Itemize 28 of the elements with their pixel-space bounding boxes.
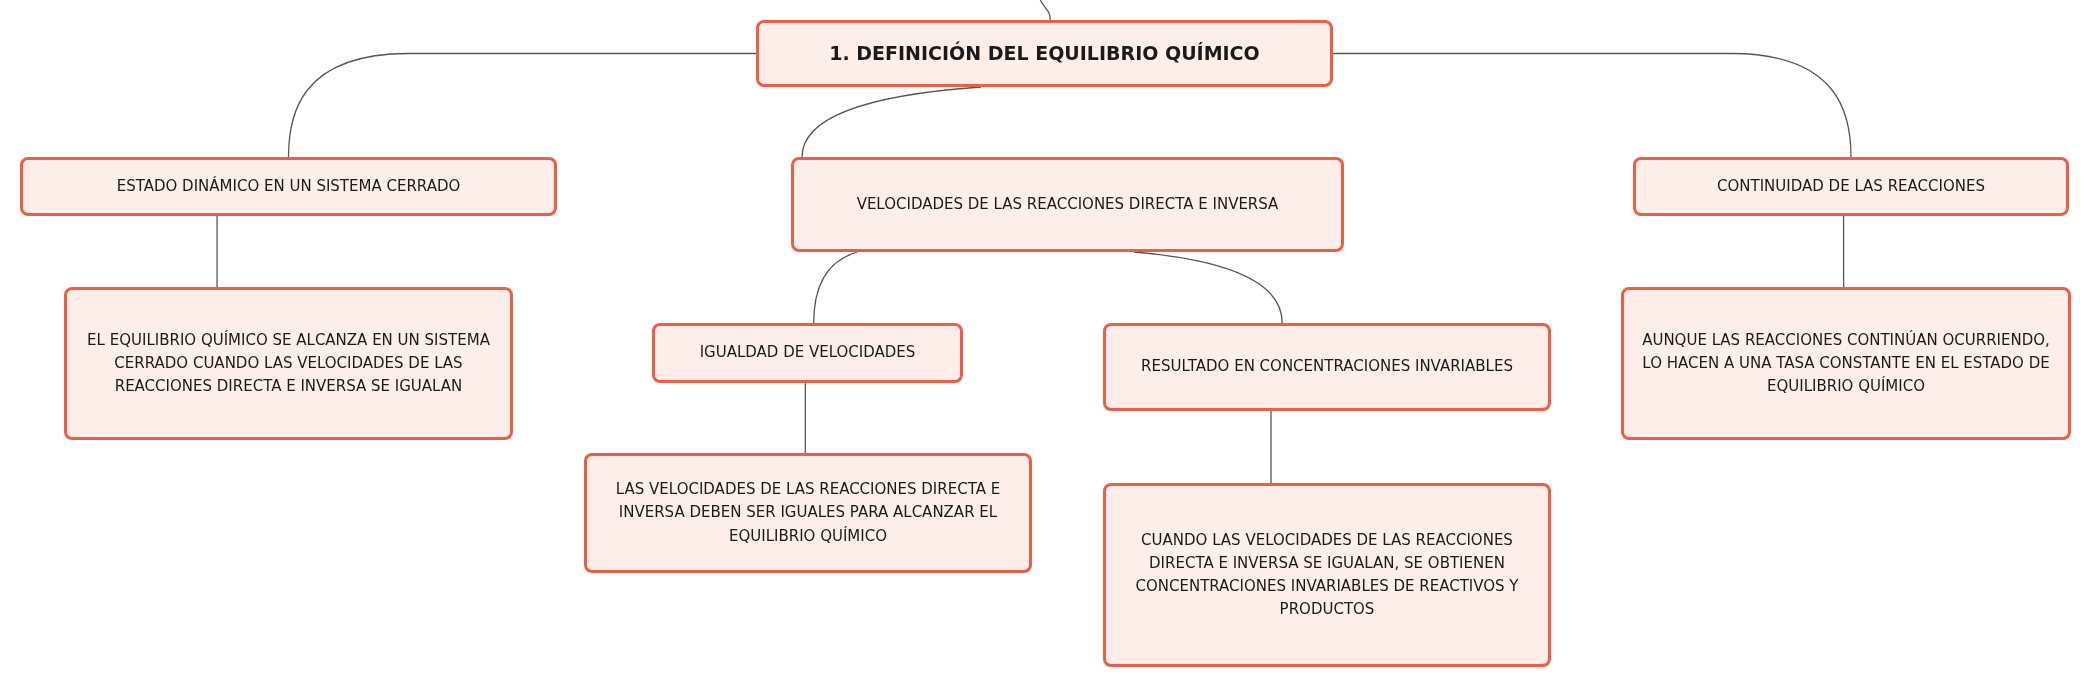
topic-box (1621, 287, 2071, 440)
topic-box (64, 287, 513, 440)
topic-text: VELOCIDADES DE LAS REACCIONES DIRECTA E INVERSA (856, 193, 1279, 215)
topic-text: AUNQUE LAS REACCIONES CONTINÚAN OCURRIENDO, LO HACEN A UNA TASA CONSTANTE EN EL ESTADO DE EQUILIBRIO QUÍMICO (1641, 329, 2051, 398)
topic-box (1633, 157, 2069, 216)
topic-text: IGUALDAD DE VELOCIDADES (699, 342, 916, 364)
topic-box (20, 157, 557, 216)
topic-text: CUANDO LAS VELOCIDADES DE LAS REACCIONES DIRECTA E INVERSA SE IGUALAN, SE OBTIENEN CONCENTRACIONES INVARIABLES DE REACTIVOS Y PRODUCTOS (1134, 529, 1520, 621)
topic-box (1103, 483, 1551, 667)
topic-text: 1. DEFINICIÓN DEL EQUILIBRIO QUÍMICO (829, 40, 1260, 66)
central-topic-box (756, 20, 1333, 87)
topic-box (584, 453, 1032, 573)
connector-line (804, 382, 806, 454)
connector-line (1270, 410, 1272, 484)
connector-line (1842, 215, 1845, 288)
topic-text: LAS VELOCIDADES DE LAS REACCIONES DIRECTA E INVERSA DEBEN SER IGUALES PARA ALCANZAR EL EQUILIBRIO QUÍMICO (614, 479, 1002, 547)
connector-line (813, 251, 858, 324)
topic-box (652, 323, 963, 383)
connector-line (287, 52, 757, 158)
connector-line (216, 215, 218, 288)
topic-text: ESTADO DINÁMICO EN UN SISTEMA CERRADO (116, 175, 461, 197)
topic-box (1103, 323, 1551, 411)
topic-text: EL EQUILIBRIO QUÍMICO SE ALCANZA EN UN SISTEMA CERRADO CUANDO LAS VELOCIDADES DE LAS REACCIONES DIRECTA E INVERSA SE IGUALAN (86, 329, 491, 398)
topic-text: RESULTADO EN CONCENTRACIONES INVARIABLES (1141, 356, 1513, 378)
topic-text: CONTINUIDAD DE LAS REACCIONES (1717, 175, 1985, 197)
topic-box (791, 157, 1344, 252)
connector-line (1332, 52, 1852, 158)
connector-line (1039, 0, 1051, 21)
